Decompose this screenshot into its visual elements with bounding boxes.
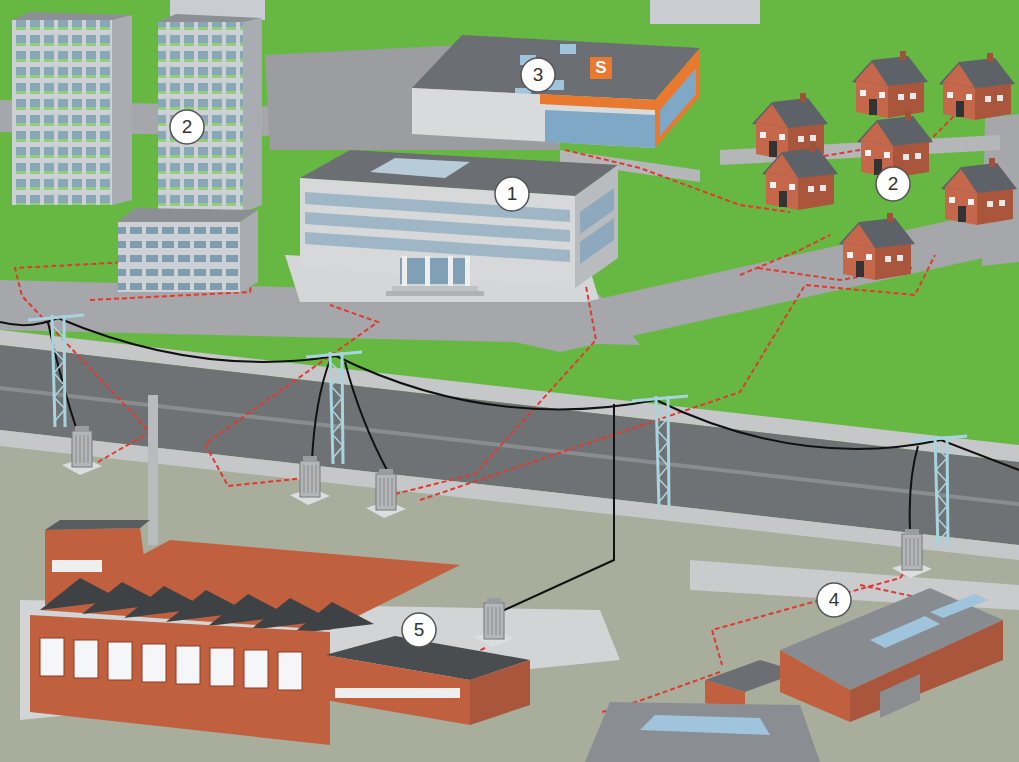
callout-number: 2	[170, 110, 204, 144]
house	[752, 51, 1017, 280]
cable	[15, 110, 960, 712]
office-building	[300, 150, 618, 296]
callout-number: 1	[495, 177, 529, 211]
shop-logo: S	[590, 57, 612, 79]
callout-number: 4	[817, 583, 851, 617]
factory	[30, 395, 530, 745]
supermarket	[412, 35, 700, 148]
pylon	[28, 315, 967, 548]
apartment-block	[12, 12, 262, 292]
callout-number: 3	[521, 58, 555, 92]
transformer	[62, 426, 932, 647]
callout-circle	[170, 58, 910, 647]
building	[585, 702, 820, 762]
skylight	[640, 715, 770, 735]
callout-number: 2	[876, 167, 910, 201]
farm-building	[705, 588, 1003, 722]
callout-number: 5	[402, 613, 436, 647]
